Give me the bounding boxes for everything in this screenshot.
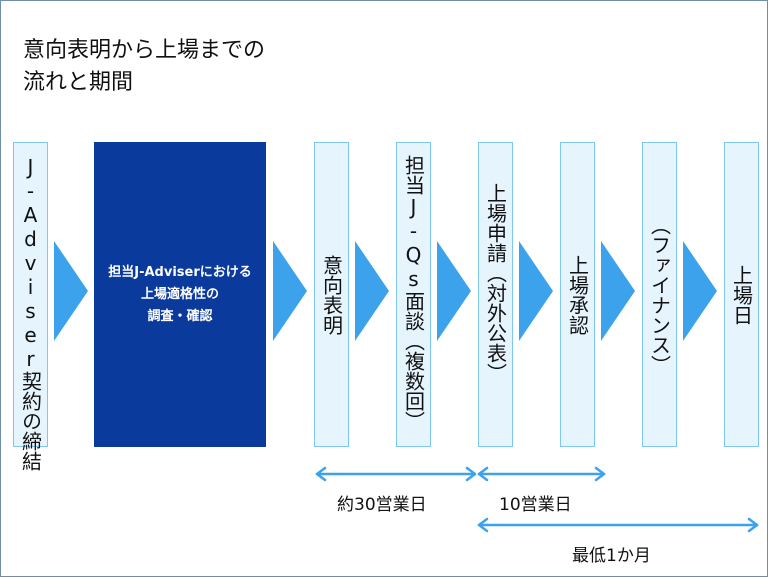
flow-arrow-5	[519, 241, 553, 341]
duration-label-30-days: 約30営業日	[337, 495, 427, 515]
step-jqs-interview: 担当J-Qs面談（複数回）	[396, 142, 431, 447]
step-suitability-review: 担当J-Adviserにおける 上場適格性の 調査・確認	[94, 142, 266, 447]
flow-arrow-1	[54, 241, 88, 341]
flow-arrow-7	[683, 241, 717, 341]
step-label: 意向表明	[319, 254, 344, 335]
duration-label-10-days: 10営業日	[499, 495, 572, 515]
flow-arrow-3	[355, 241, 389, 341]
flow-arrow-6	[601, 241, 635, 341]
step-label: 担当J-Qs面談（複数回）	[401, 155, 426, 431]
diagram-title: 意向表明から上場までの 流れと期間	[23, 35, 265, 99]
step-label: 上場日	[729, 264, 754, 325]
step-label: 担当J-Adviserにおける 上場適格性の 調査・確認	[108, 262, 252, 328]
step-label-line-1: 担当J-Adviserにおける	[108, 264, 252, 280]
step-label: J-Adviser契約の締結	[18, 155, 43, 471]
span-arrow-10-days	[477, 466, 606, 482]
step-label: 上場申請（対外公表）	[483, 183, 508, 383]
step-listing-approval: 上場承認	[560, 142, 595, 447]
title-line-2: 流れと期間	[23, 70, 134, 95]
title-line-1: 意向表明から上場までの	[23, 38, 266, 63]
step-label: （ファイナンス）	[647, 214, 672, 375]
flow-arrow-4	[437, 241, 471, 341]
duration-label-1-month: 最低1か月	[572, 546, 651, 566]
flow-arrow-2	[273, 241, 307, 341]
step-label: 上場承認	[565, 254, 590, 335]
step-jadviser-contract: J-Adviser契約の締結	[13, 142, 48, 471]
step-label-line-2: 上場適格性の	[140, 286, 219, 302]
span-arrow-30-days	[315, 466, 477, 482]
step-label-line-3: 調査・確認	[147, 308, 213, 324]
step-financing: （ファイナンス）	[642, 142, 677, 447]
step-intent-announcement: 意向表明	[314, 142, 349, 447]
step-listing-date: 上場日	[724, 142, 759, 447]
span-arrow-1-month	[477, 517, 759, 533]
step-listing-application: 上場申請（対外公表）	[478, 142, 513, 447]
